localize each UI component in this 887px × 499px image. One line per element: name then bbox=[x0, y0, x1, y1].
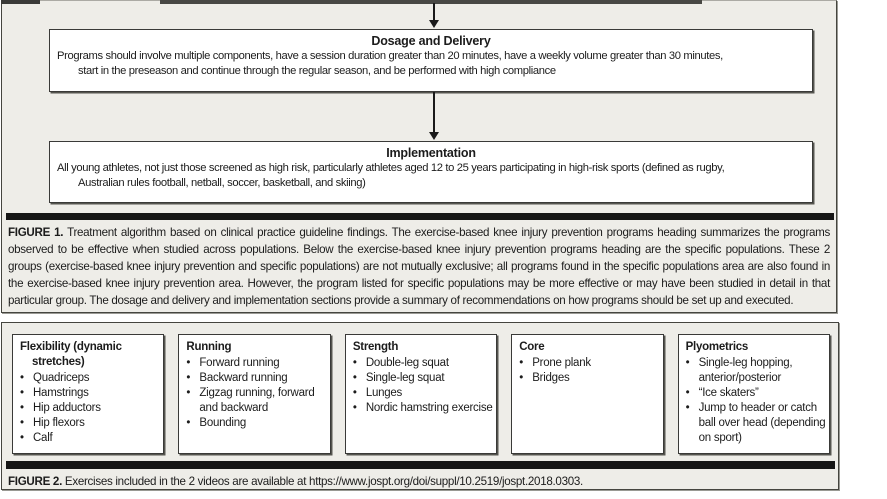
exercise-item: Forward running bbox=[186, 356, 326, 371]
figure2-label: FIGURE 2. bbox=[8, 475, 62, 488]
exercise-item-label: Calf bbox=[33, 432, 53, 444]
exercise-categories-row: Flexibility (dynamic stretches) Quadrice… bbox=[12, 334, 831, 454]
exercise-list: Quadriceps Hamstrings Hip adductors Hip … bbox=[20, 371, 160, 446]
category-title: Flexibility (dynamic stretches) bbox=[20, 341, 122, 368]
exercise-list: Prone plank Bridges bbox=[519, 356, 659, 386]
exercise-item-label: “Ice skaters” bbox=[698, 387, 759, 399]
exercise-item-label: Single-leg hopping, anterior/posterior bbox=[698, 357, 793, 384]
category-title: Core bbox=[519, 341, 545, 353]
figure1-rule bbox=[5, 213, 834, 220]
exercise-item: Jump to header or catch ball over head (… bbox=[686, 401, 826, 446]
category-box-core: Core Prone plank Bridges bbox=[511, 334, 664, 454]
category-title: Strength bbox=[352, 341, 399, 353]
exercise-item: Lunges bbox=[353, 386, 493, 401]
cropped-box-edge-main bbox=[160, 0, 702, 4]
cropped-box-edge-left bbox=[0, 0, 40, 4]
supplement-url: https://www.jospt.org/doi/suppl/10.2519/… bbox=[309, 475, 581, 488]
exercise-item-label: Bounding bbox=[199, 417, 247, 429]
exercise-item: Hip adductors bbox=[20, 401, 160, 416]
box-title: Dosage and Delivery bbox=[371, 34, 491, 48]
exercise-item: Bridges bbox=[519, 371, 659, 386]
exercise-item: Zigzag running, forward and backward bbox=[186, 386, 326, 416]
exercise-item-label: Hip adductors bbox=[33, 402, 101, 414]
exercise-list: Forward running Backward running Zigzag … bbox=[186, 356, 326, 431]
exercise-item-label: Single-leg squat bbox=[365, 372, 445, 384]
category-box-strength: Strength Double-leg squat Single-leg squ… bbox=[344, 334, 498, 454]
figure1-panel: Dosage and Delivery Programs should invo… bbox=[0, 0, 837, 313]
exercise-item-label: Double-leg squat bbox=[365, 357, 449, 369]
dosage-and-delivery-box: Dosage and Delivery Programs should invo… bbox=[49, 29, 813, 92]
implementation-box: Implementation All young athletes, not j… bbox=[49, 141, 813, 203]
figure2-rule bbox=[5, 461, 835, 469]
box-body-line: start in the preseason and continue thro… bbox=[78, 65, 556, 77]
exercise-item: Hamstrings bbox=[20, 386, 160, 401]
exercise-item: Bounding bbox=[186, 416, 326, 431]
exercise-item: Nordic hamstring exercise bbox=[353, 401, 493, 416]
exercise-item-label: Bridges bbox=[532, 372, 570, 384]
category-box-running: Running Forward running Backward running… bbox=[178, 334, 331, 454]
exercise-item-label: Jump to header or catch ball over head (… bbox=[698, 402, 826, 444]
category-title: Plyometrics bbox=[685, 341, 749, 353]
box-body-line: All young athletes, not just those scree… bbox=[57, 162, 725, 174]
exercise-item-label: Hip flexors bbox=[33, 417, 85, 429]
figure1-caption: FIGURE 1. Treatment algorithm based on c… bbox=[8, 224, 830, 309]
figure2-caption-text: Exercises included in the 2 videos are a… bbox=[64, 475, 307, 488]
down-arrow-icon bbox=[429, 20, 439, 28]
category-title: Running bbox=[186, 341, 232, 353]
flow-connector-line bbox=[433, 3, 435, 21]
box-body-line: Australian rules football, netball, socc… bbox=[78, 177, 366, 189]
exercise-item-label: Zigzag running, forward and backward bbox=[199, 387, 315, 414]
figure2-panel: Flexibility (dynamic stretches) Quadrice… bbox=[1, 322, 839, 490]
exercise-list: Double-leg squat Single-leg squat Lunges… bbox=[353, 356, 493, 416]
exercise-item-label: Nordic hamstring exercise bbox=[365, 402, 493, 414]
exercise-item: Single-leg hopping, anterior/posterior bbox=[686, 356, 826, 386]
exercise-item-label: Forward running bbox=[199, 357, 280, 369]
exercise-item: Hip flexors bbox=[20, 416, 160, 431]
exercise-item: Backward running bbox=[186, 371, 326, 386]
exercise-item: Single-leg squat bbox=[353, 371, 493, 386]
exercise-item: Quadriceps bbox=[20, 371, 160, 386]
box-body-line: Programs should involve multiple compone… bbox=[57, 50, 723, 62]
exercise-item: Double-leg squat bbox=[353, 356, 493, 371]
category-box-flexibility: Flexibility (dynamic stretches) Quadrice… bbox=[12, 334, 165, 454]
figure1-caption-text: Treatment algorithm based on clinical pr… bbox=[8, 226, 831, 307]
box-title: Implementation bbox=[386, 146, 476, 160]
exercise-item: Prone plank bbox=[519, 356, 659, 371]
figure1-label: FIGURE 1. bbox=[8, 226, 64, 239]
exercise-item-label: Prone plank bbox=[532, 357, 591, 369]
figure2-caption: FIGURE 2. Exercises included in the 2 vi… bbox=[8, 473, 832, 490]
exercise-item: Calf bbox=[20, 431, 160, 446]
exercise-list: Single-leg hopping, anterior/posterior “… bbox=[686, 356, 826, 446]
exercise-item-label: Lunges bbox=[365, 387, 403, 399]
down-arrow-icon bbox=[429, 132, 439, 140]
flow-connector-line bbox=[433, 92, 435, 133]
exercise-item: “Ice skaters” bbox=[686, 386, 826, 401]
exercise-item-label: Backward running bbox=[199, 372, 288, 384]
caption-period: . bbox=[580, 475, 583, 488]
category-box-plyometrics: Plyometrics Single-leg hopping, anterior… bbox=[677, 334, 831, 454]
exercise-item-label: Hamstrings bbox=[33, 387, 89, 399]
exercise-item-label: Quadriceps bbox=[33, 372, 90, 384]
